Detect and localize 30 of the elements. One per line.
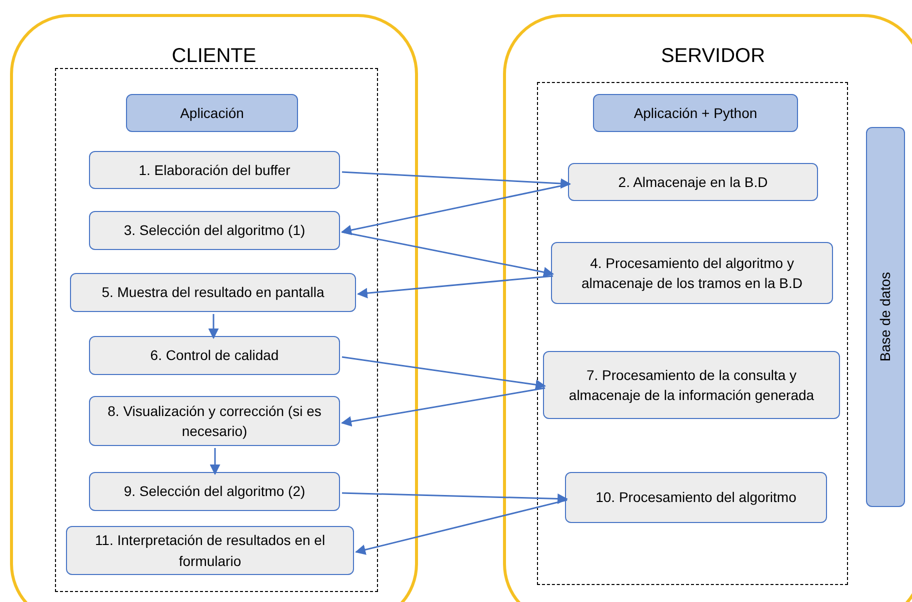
- process-box: 11. Interpretación de resultados en el formulario: [66, 526, 354, 575]
- arrow: [210, 448, 220, 476]
- arrow: [354, 499, 568, 555]
- process-box: 6. Control de calidad: [89, 336, 340, 375]
- arrow: [342, 492, 568, 504]
- database-bar: Base de datos: [866, 127, 905, 507]
- dashed-frame: [55, 68, 378, 592]
- process-box: 8. Visualización y corrección (si es necesario): [89, 396, 340, 446]
- panel-title: SERVIDOR: [660, 44, 766, 69]
- process-box: 2. Almacenaje en la B.D: [568, 163, 818, 201]
- panel-title: CLIENTE: [172, 44, 256, 69]
- panel-frame: [503, 14, 912, 602]
- panel-frame: [10, 14, 418, 602]
- process-box: 5. Muestra del resultado en pantalla: [70, 273, 356, 312]
- dashed-frame: [537, 82, 848, 585]
- arrow: [356, 275, 554, 298]
- arrow: [340, 183, 570, 236]
- process-box: 4. Procesamiento del algoritmo y almacenaje de los tramos en la B.D: [551, 242, 833, 304]
- app-box: Aplicación + Python: [593, 94, 798, 132]
- arrow: [342, 231, 554, 278]
- process-box: 1. Elaboración del buffer: [89, 151, 340, 189]
- process-box: 3. Selección del algoritmo (1): [89, 211, 340, 250]
- app-box: Aplicación: [126, 94, 298, 132]
- process-box: 7. Procesamiento de la consulta y almacenaje de la información generada: [543, 351, 840, 419]
- arrow: [342, 171, 572, 189]
- process-box: 10. Procesamiento del algoritmo: [565, 472, 827, 523]
- process-box: 9. Selección del algoritmo (2): [89, 472, 340, 511]
- arrow: [340, 387, 546, 427]
- arrow: [342, 356, 546, 390]
- arrow: [208, 314, 219, 340]
